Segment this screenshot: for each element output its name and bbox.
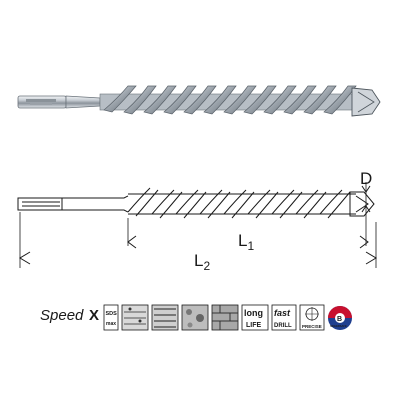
drawing-tip	[349, 191, 375, 217]
fast-drill-bottom: DRILL	[274, 323, 292, 329]
brand-mark: X	[89, 307, 99, 324]
l1-arrow-left	[127, 235, 137, 249]
sds-sub: max	[106, 321, 116, 327]
precise-icon: PRECISE	[299, 304, 325, 331]
safety-badge-icon: B SICHERSAFE	[328, 306, 352, 330]
precise-label: PRECISE	[302, 324, 322, 329]
carbide-tip	[351, 87, 381, 117]
concrete-icon	[121, 304, 149, 331]
drawing-neck	[62, 195, 129, 213]
l2-arrow-right	[365, 251, 377, 265]
drawing-flutes	[127, 187, 351, 219]
drawing-tip-detail	[355, 195, 369, 213]
drill-bit-photo	[17, 85, 381, 117]
l1-label: L1	[238, 231, 254, 253]
long-life-icon: long LIFE	[241, 304, 269, 331]
spiral-flutes	[103, 85, 357, 115]
safety-mark: B	[337, 316, 342, 323]
long-life-top: long	[244, 308, 263, 318]
l2-letter: L	[194, 251, 203, 270]
sds-max-icon: SDS max	[103, 304, 119, 331]
l1-subscript: 1	[247, 239, 254, 253]
dimension-d-arrow	[361, 185, 371, 193]
l2-subscript: 2	[203, 259, 210, 273]
fast-drill-top: fast	[274, 308, 291, 318]
safety-label: SICHERSAFE	[330, 324, 347, 328]
l2-arrow-left	[19, 251, 31, 265]
brand-word: Speed	[40, 307, 84, 324]
long-life-bottom: LIFE	[246, 322, 261, 329]
carbide-tip-edge	[357, 91, 375, 113]
feature-icons: Speed X SDS max long L	[40, 304, 352, 331]
shank-groove	[30, 103, 52, 105]
reinforced-concrete-icon	[151, 304, 179, 331]
l2-label: L2	[194, 251, 210, 273]
l1-letter: L	[238, 231, 247, 250]
sds-label: SDS	[106, 311, 118, 317]
stone-icon	[181, 304, 209, 331]
shank-groove	[26, 99, 56, 102]
masonry-icon	[211, 304, 239, 331]
l1-arrow-right	[359, 235, 369, 249]
drawing-shank	[17, 197, 63, 211]
dimension-d-arrow	[361, 205, 371, 213]
fast-drill-icon: fast DRILL	[271, 304, 297, 331]
technical-drawing	[17, 182, 377, 268]
diameter-label: D	[360, 169, 372, 188]
neck	[65, 95, 101, 109]
